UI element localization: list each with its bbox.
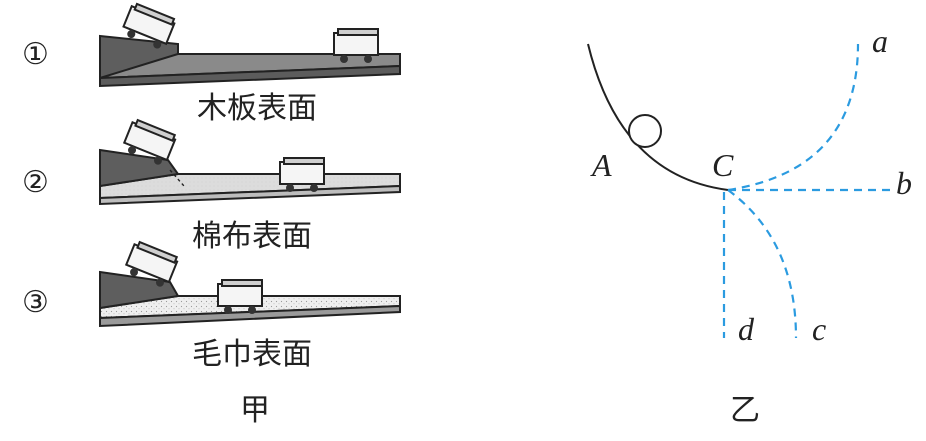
path-label-a: a <box>872 23 888 59</box>
row-index-1: ① <box>22 37 49 72</box>
surface-label-1: 木板表面 <box>197 91 317 126</box>
cart-on-flat-2 <box>279 157 325 192</box>
cart-on-slope-3 <box>124 240 179 287</box>
surface-label-3: 毛巾表面 <box>192 337 312 372</box>
figure-jia: ① 木板表面 ② <box>22 2 401 428</box>
path-a <box>727 43 860 192</box>
surface-label-2: 棉布表面 <box>192 219 312 254</box>
ball <box>628 114 662 148</box>
path-label-c: c <box>812 311 826 347</box>
row-index-2: ② <box>22 165 49 200</box>
experiment-row-3: ③ 毛巾表面 <box>22 240 401 372</box>
cart-on-slope-1 <box>122 2 176 49</box>
experiment-row-2: ② 棉布表面 <box>22 118 401 254</box>
point-label-A: A <box>590 147 612 183</box>
cart-on-slope-2 <box>122 118 177 165</box>
path-label-b: b <box>896 165 912 201</box>
cotton-board <box>99 148 401 206</box>
path-label-d: d <box>738 311 755 347</box>
figure-caption-jia: 甲 <box>240 393 270 428</box>
figure-yi: A C a b c d 乙 <box>587 23 912 428</box>
path-c <box>727 189 798 339</box>
experiment-row-1: ① 木板表面 <box>22 2 401 126</box>
cart-on-flat-1 <box>333 28 379 63</box>
cart-on-flat-3 <box>217 279 263 314</box>
figure-caption-yi: 乙 <box>730 393 760 428</box>
point-label-C: C <box>712 147 734 183</box>
row-index-3: ③ <box>22 285 49 320</box>
